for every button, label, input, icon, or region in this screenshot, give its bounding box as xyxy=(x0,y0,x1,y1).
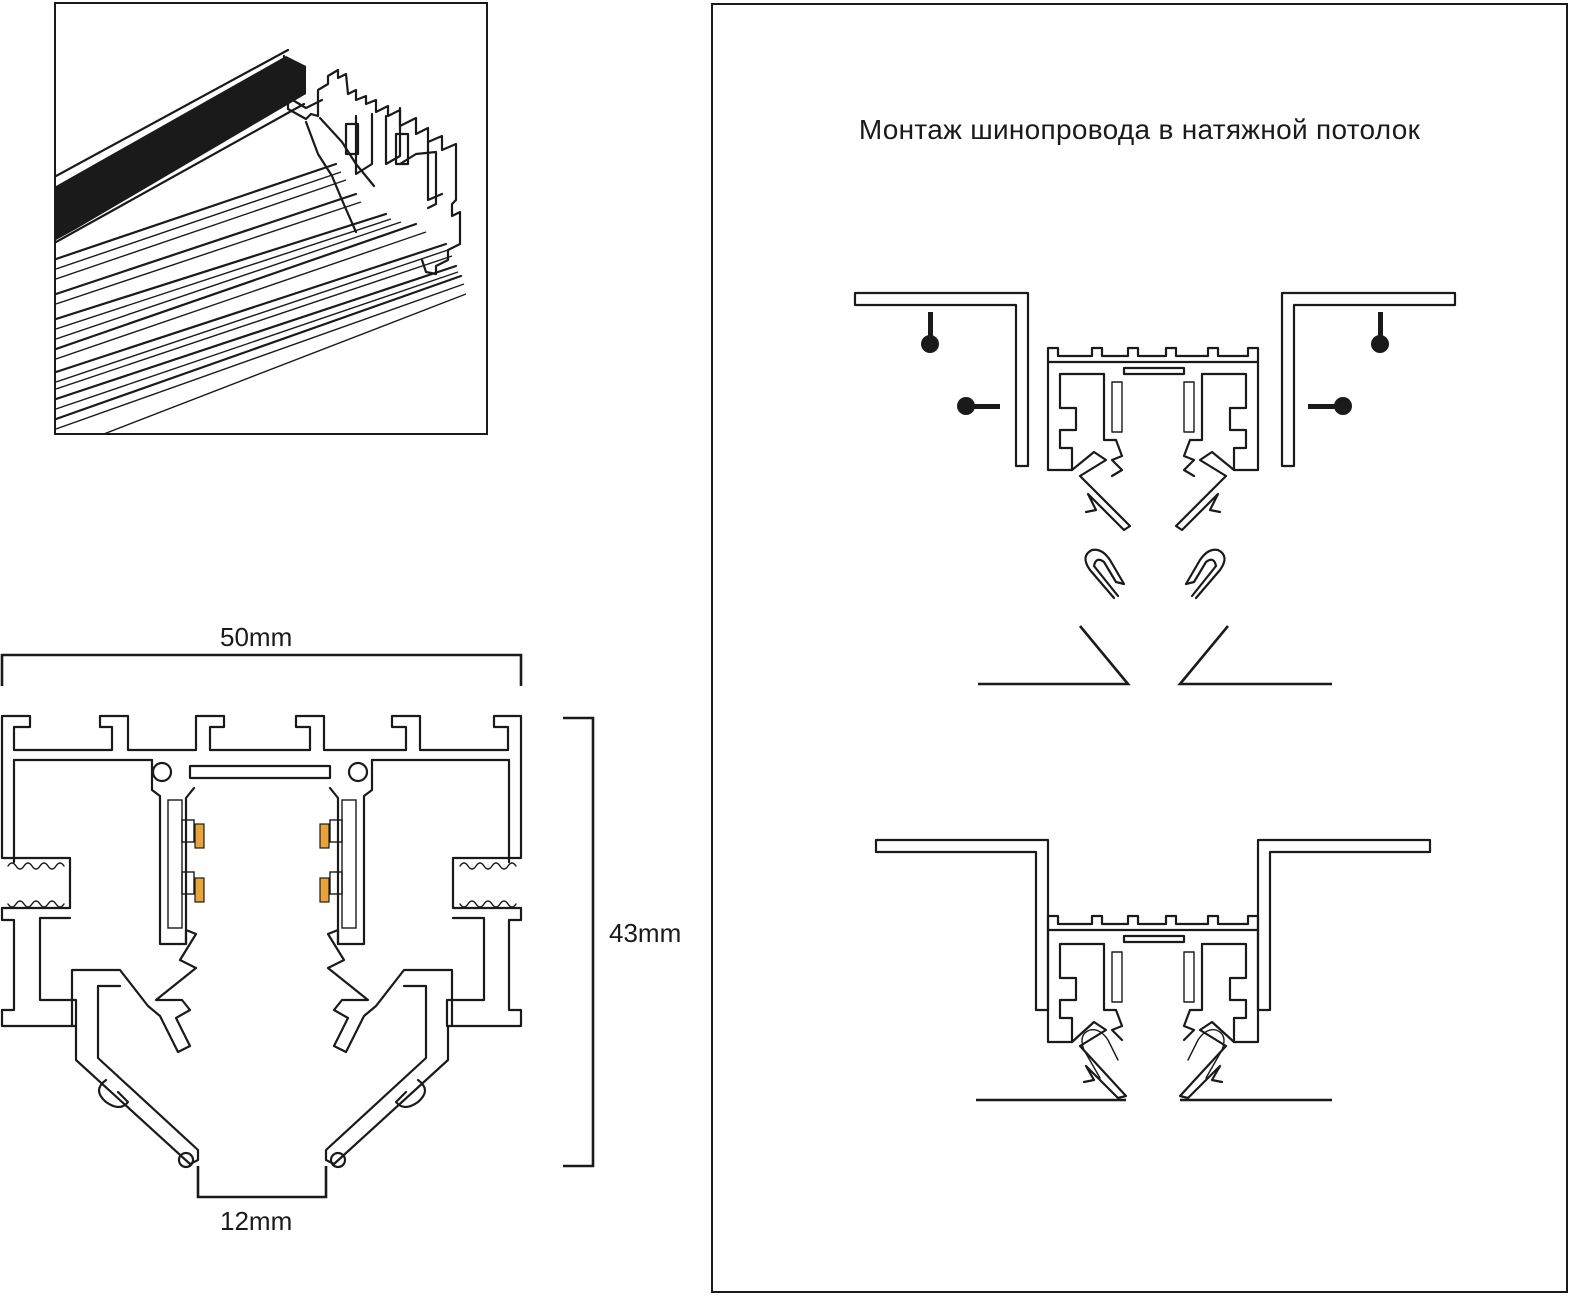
profile-left-lower-arm xyxy=(70,928,200,1169)
ceiling-film-right-step1 xyxy=(1177,625,1332,686)
ceiling-bracket-right-assembled xyxy=(1256,838,1432,1012)
slot-dimension-line xyxy=(196,1166,328,1199)
tension-clip-left xyxy=(1084,548,1126,600)
profile-left-wall xyxy=(0,758,78,1028)
width-dimension-label: 50mm xyxy=(220,622,293,652)
contact-right-upper xyxy=(319,823,330,849)
profile-right-lower-arm xyxy=(324,928,454,1169)
contact-left-upper xyxy=(194,823,205,849)
contact-left-lower xyxy=(194,877,205,903)
left-contact-carrier xyxy=(167,799,205,929)
track-profile-step2 xyxy=(1046,914,1260,1100)
screw-icon-right-horizontal xyxy=(1308,397,1352,415)
screw-icon-left-horizontal xyxy=(957,397,1000,415)
width-dimension-line xyxy=(0,653,523,686)
height-dimension-label: 43mm xyxy=(609,918,682,948)
ceiling-bracket-left xyxy=(853,291,1030,468)
installation-title: Монтаж шинопровода в натяжной потолок xyxy=(858,114,1421,145)
isometric-view-panel xyxy=(54,2,488,435)
screw-icon-left-vertical xyxy=(921,312,939,353)
contact-right-lower xyxy=(319,877,330,903)
profile-top-flange xyxy=(0,714,523,762)
ceiling-bracket-right xyxy=(1280,291,1457,468)
profile-top-channel xyxy=(150,758,374,946)
installation-panel xyxy=(711,3,1568,1293)
isometric-profile-drawing xyxy=(56,48,467,433)
tension-clip-right xyxy=(1184,548,1226,600)
track-profile-step1 xyxy=(1046,346,1260,532)
screw-icon-right-vertical xyxy=(1371,312,1389,353)
height-dimension-line xyxy=(563,716,595,1168)
slot-width-dimension-label: 12mm xyxy=(220,1206,293,1236)
ceiling-film-left-step1 xyxy=(978,625,1131,686)
right-contact-carrier xyxy=(319,799,357,929)
profile-right-wall xyxy=(445,758,523,1028)
ceiling-bracket-left-assembled xyxy=(874,838,1050,1012)
